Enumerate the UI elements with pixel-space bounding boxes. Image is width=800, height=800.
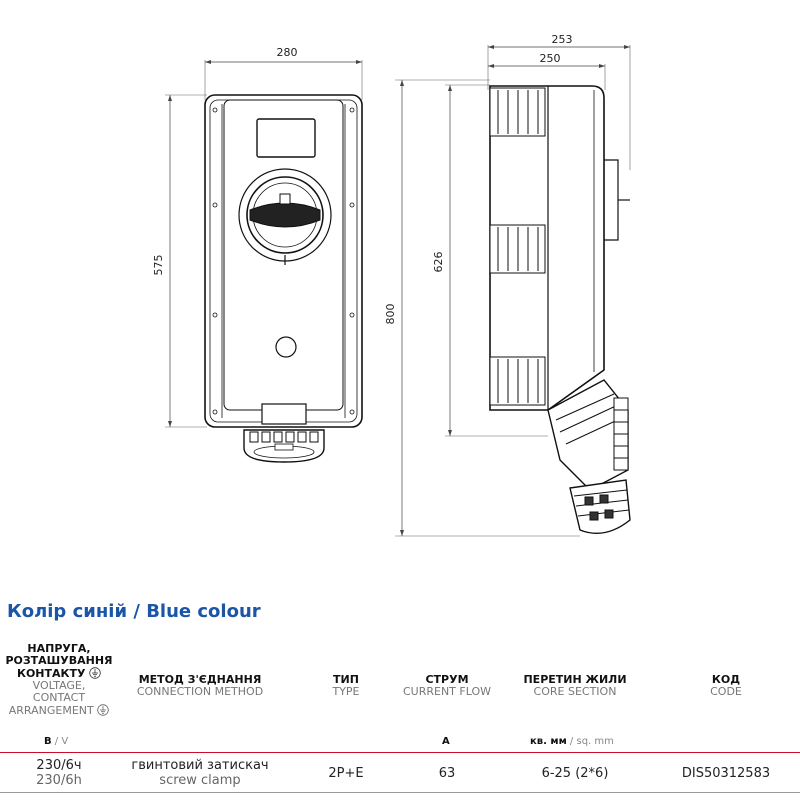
side-view [395,45,631,537]
earth-icon [97,704,109,716]
cell-method: гвинтовий затискач screw clamp [131,758,269,788]
cell-section: 6-25 (2*6) [541,766,609,781]
header-section: ПЕРЕТИН ЖИЛИ CORE SECTION [523,673,627,698]
header-voltage: НАПРУГА, РОЗТАШУВАННЯ КОНТАКТУ VOLTAGE, … [5,642,113,717]
front-width-label: 280 [277,46,298,59]
section-title: Колір синій / Blue colour [7,601,261,622]
units-voltage: B / V [44,736,69,747]
table-divider [0,752,800,753]
header-method: МЕТОД З'ЄДНАННЯ CONNECTION METHOD [136,673,264,698]
side-inner-width-label: 250 [540,52,561,65]
units-current: A [442,736,450,747]
units-section: кв. мм / sq. mm [530,736,614,747]
header-type: ТИП TYPE [332,673,360,698]
side-body-height-label: 626 [432,252,445,273]
earth-icon [89,667,101,679]
cell-type: 2P+E [328,766,364,781]
front-view [165,60,363,463]
front-height-label: 575 [152,255,165,276]
header-code: КОД CODE [710,673,742,698]
cell-current: 63 [438,766,456,781]
side-outer-width-label: 253 [552,33,573,46]
table-bottom-line [0,792,800,793]
technical-drawing: 280 575 253 250 626 800 [152,33,631,537]
cell-code: DIS50312583 [681,766,771,781]
cell-voltage: 230/6ч 230/6h [36,758,82,788]
total-height-label: 800 [384,304,397,325]
header-current: СТРУМ CURRENT FLOW [402,673,491,698]
